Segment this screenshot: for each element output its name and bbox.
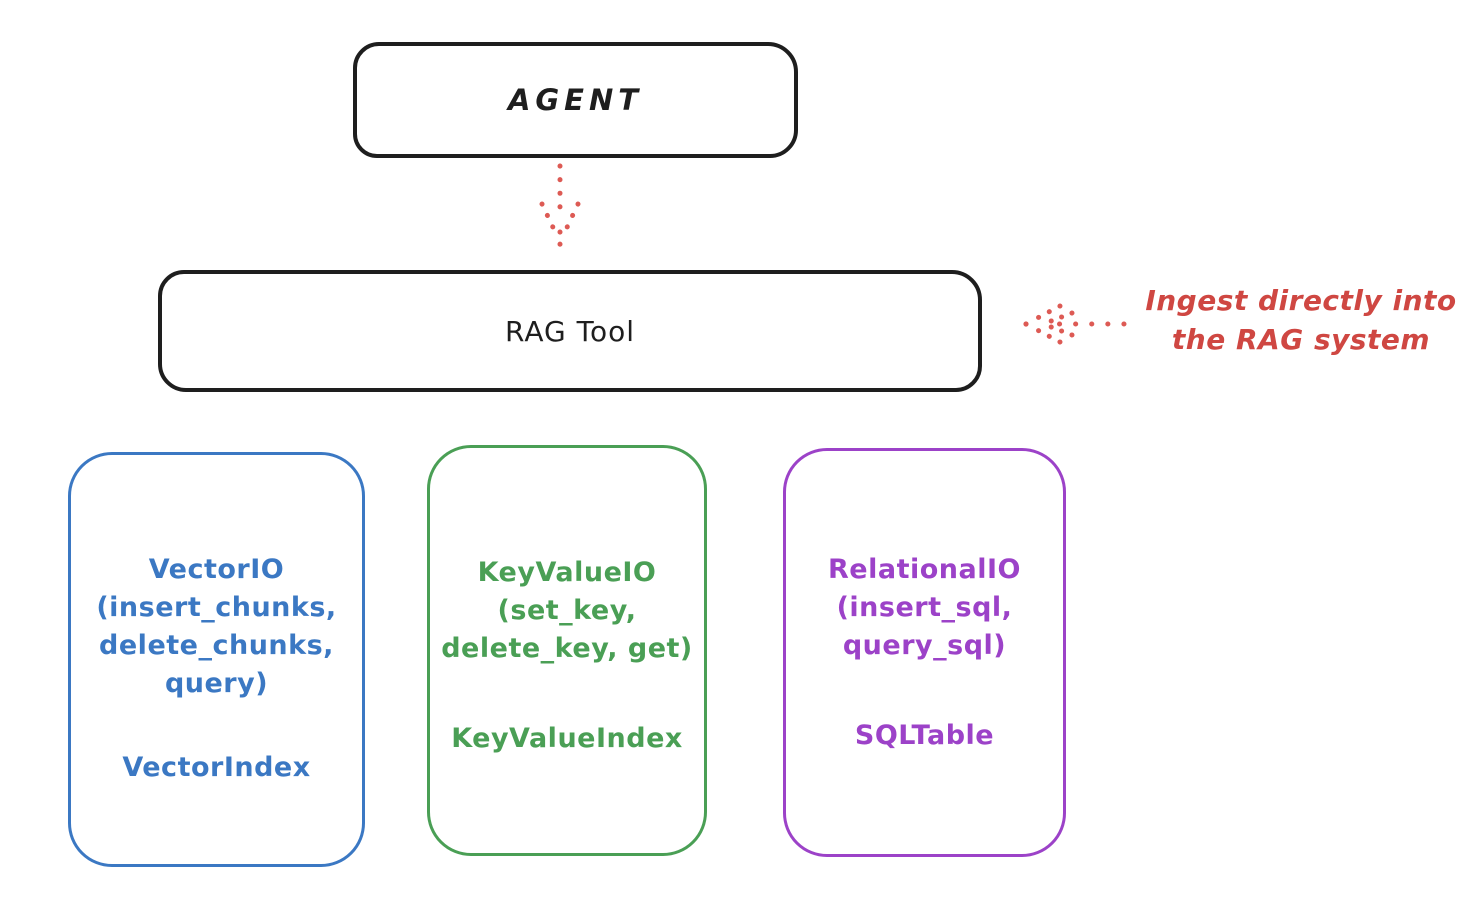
card-title-line: (set_key, bbox=[497, 595, 637, 626]
agent-to-ragtool-arrow-icon bbox=[539, 163, 581, 259]
agent-node: AGENT bbox=[353, 42, 798, 158]
annotation-line-2: the RAG system bbox=[1171, 323, 1431, 356]
card-title-line: VectorIO bbox=[148, 554, 285, 585]
card-title-line: query) bbox=[164, 668, 269, 699]
ingest-arrow-icon bbox=[1023, 303, 1127, 345]
keyvalue-io-card: KeyValueIO (set_key, delete_key, get) Ke… bbox=[427, 445, 707, 856]
rag-tool-label: RAG Tool bbox=[505, 314, 635, 348]
card-title-line: (insert_sql, bbox=[836, 592, 1013, 623]
card-index-label: SQLTable bbox=[854, 720, 995, 751]
vector-io-card: VectorIO (insert_chunks, delete_chunks, … bbox=[68, 452, 365, 867]
card-title-line: delete_key, get) bbox=[441, 633, 693, 664]
annotation-line-1: Ingest directly into bbox=[1145, 284, 1457, 317]
card-index-label: KeyValueIndex bbox=[451, 723, 683, 754]
relational-io-card: RelationalIO (insert_sql, query_sql) SQL… bbox=[783, 448, 1066, 857]
card-title-line: query_sql) bbox=[842, 630, 1007, 661]
card-title-line: RelationalIO bbox=[828, 554, 1021, 585]
agent-label: AGENT bbox=[507, 83, 644, 117]
rag-tool-node: RAG Tool bbox=[158, 270, 982, 392]
card-title-line: delete_chunks, bbox=[99, 630, 334, 661]
ingest-annotation: Ingest directly into the RAG system bbox=[1128, 281, 1474, 359]
card-title-line: KeyValueIO bbox=[477, 557, 657, 588]
card-index-label: VectorIndex bbox=[122, 752, 311, 783]
card-title-line: (insert_chunks, bbox=[96, 592, 337, 623]
